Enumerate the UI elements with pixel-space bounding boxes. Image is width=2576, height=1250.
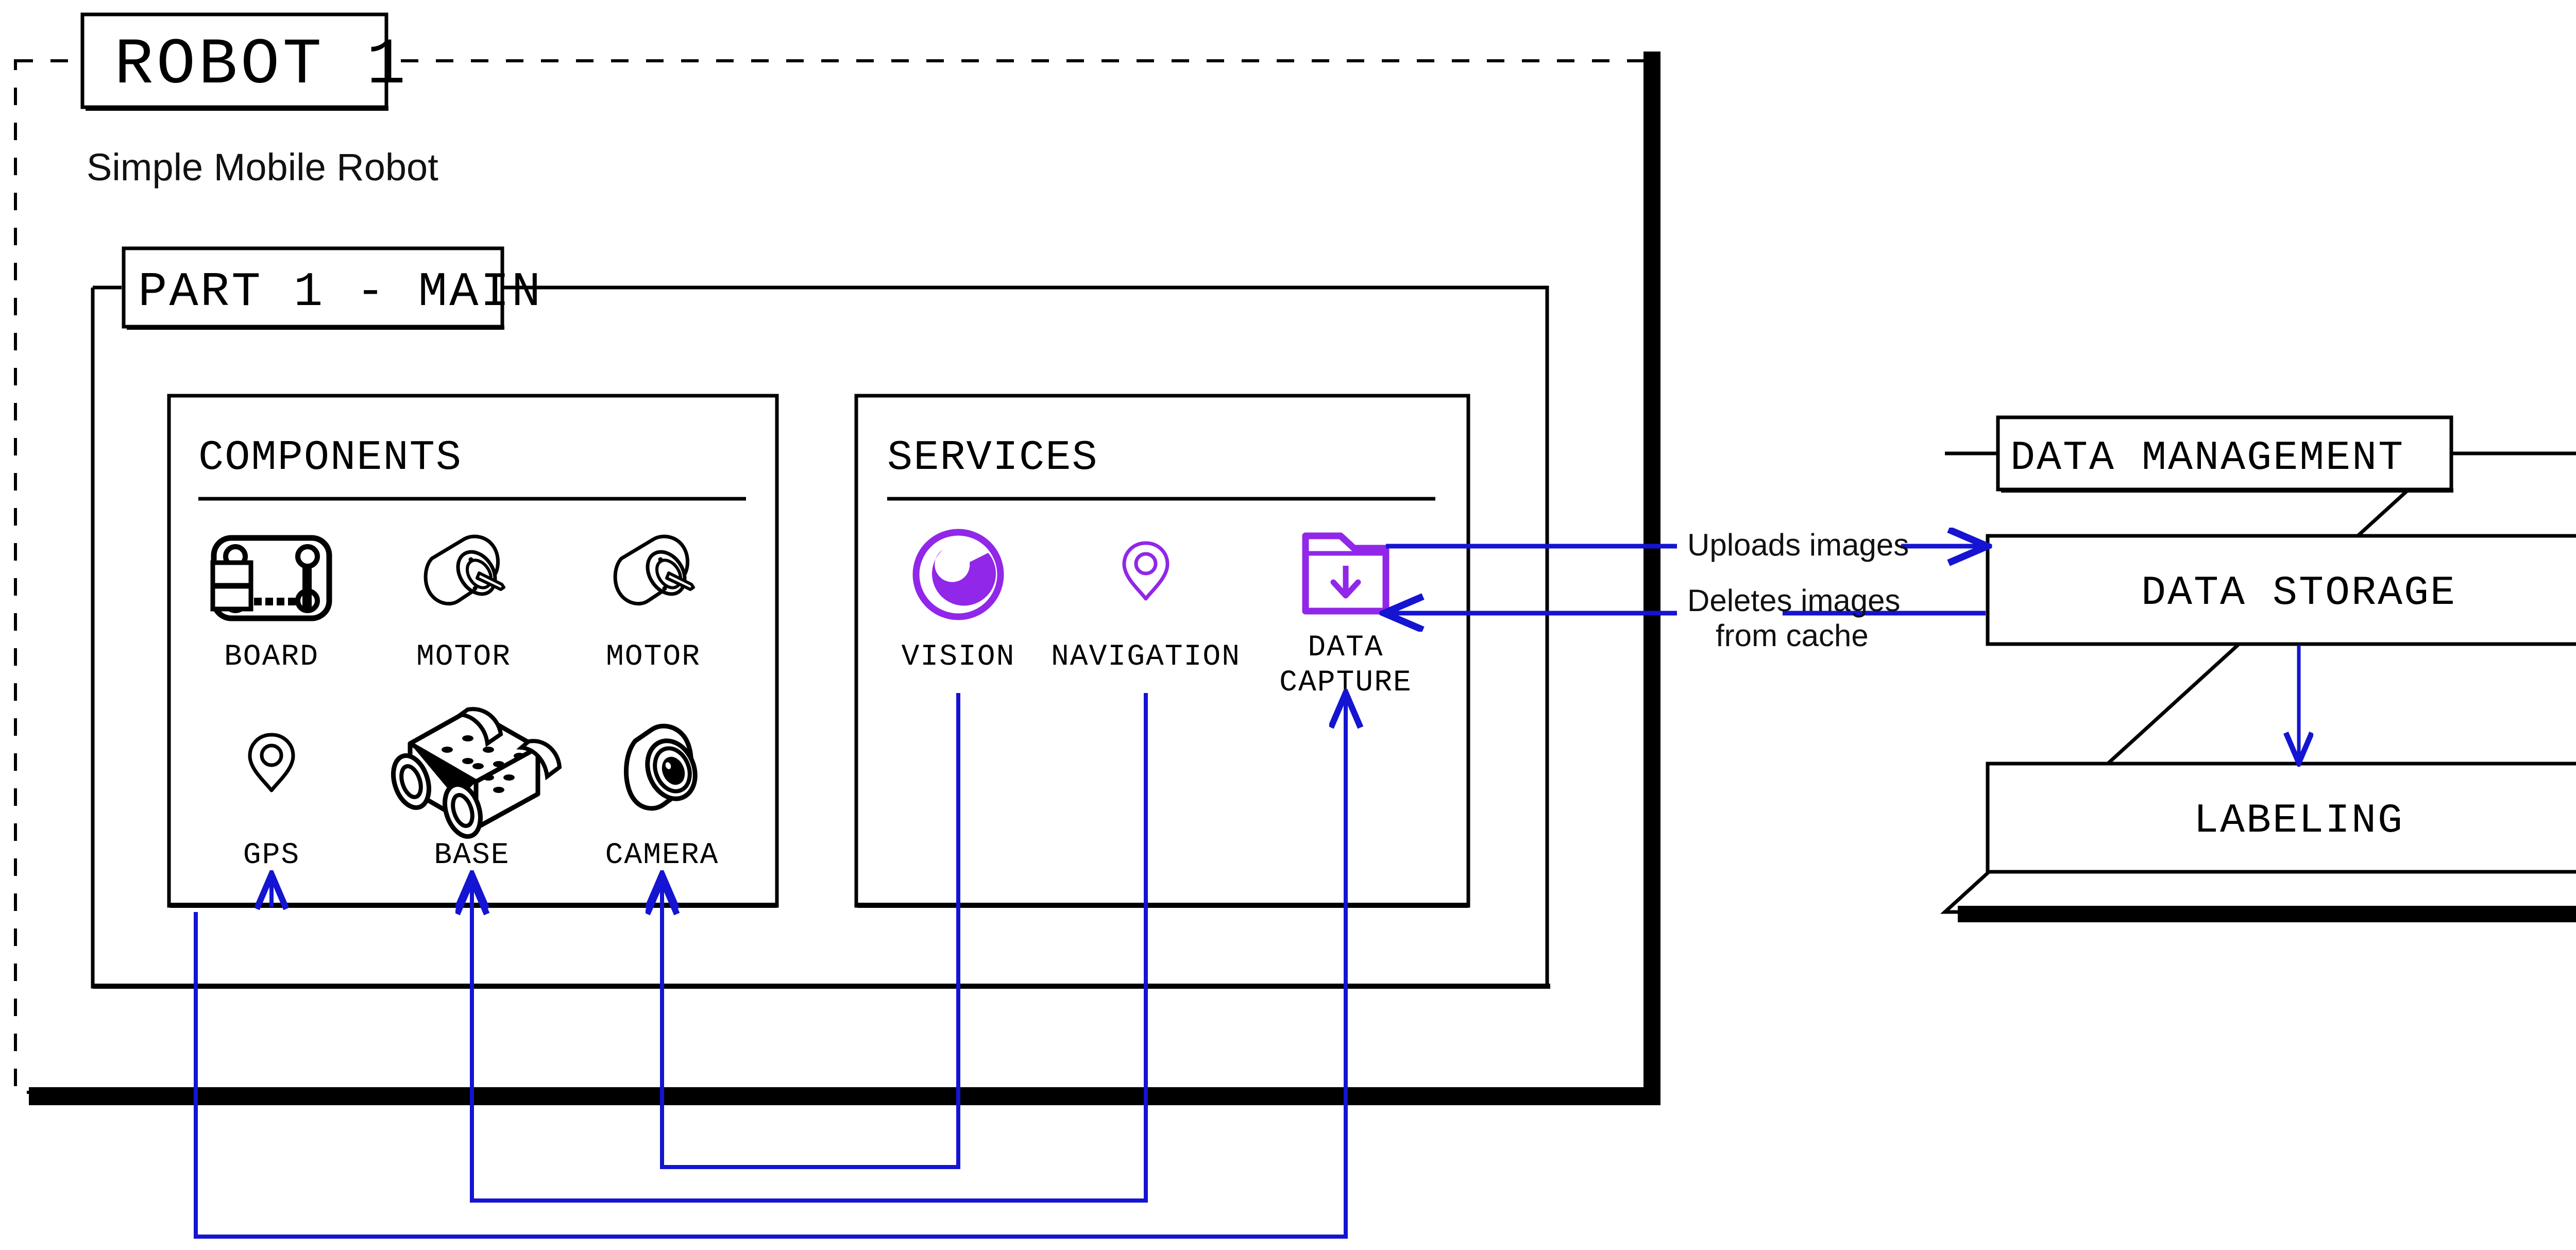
component-label: MOTOR bbox=[606, 640, 701, 674]
components-heading: COMPONENTS bbox=[198, 434, 462, 482]
component-label: BOARD bbox=[224, 640, 319, 674]
labeling-label: LABELING bbox=[2194, 798, 2404, 844]
uploads-label: Uploads images bbox=[1687, 528, 1909, 562]
component-label: BASE bbox=[434, 839, 510, 872]
data-management-container bbox=[1940, 451, 2576, 922]
component-board[interactable]: BOARD bbox=[210, 535, 332, 674]
deletes-label-line2: from cache bbox=[1716, 618, 1869, 653]
robot-title: ROBOT 1 bbox=[114, 28, 409, 102]
robot-title-chip: ROBOT 1 bbox=[80, 12, 409, 111]
robot-subtitle: Simple Mobile Robot bbox=[87, 146, 438, 189]
service-vision[interactable]: VISION bbox=[902, 529, 1015, 674]
connection-uploads: Uploads images bbox=[1386, 528, 1986, 562]
part-container bbox=[91, 285, 1550, 989]
link-vision-to-camera bbox=[662, 693, 960, 1169]
component-base[interactable]: BASE bbox=[387, 707, 562, 872]
deletes-label-line1: Deletes images bbox=[1687, 583, 1901, 618]
link-datacapture-to-gps bbox=[194, 881, 1348, 1239]
component-motor-2[interactable]: MOTOR bbox=[606, 536, 701, 674]
service-navigation[interactable]: NAVIGATION bbox=[1051, 543, 1241, 674]
service-label: VISION bbox=[902, 640, 1015, 674]
data-storage-box[interactable]: DATA STORAGE bbox=[1986, 534, 2576, 646]
component-motor-1[interactable]: MOTOR bbox=[416, 536, 511, 674]
component-camera[interactable]: CAMERA bbox=[605, 723, 719, 872]
component-label: CAMERA bbox=[605, 839, 719, 872]
service-component-links bbox=[194, 693, 1348, 1239]
data-management-title: DATA MANAGEMENT bbox=[2010, 435, 2404, 482]
component-gps[interactable]: GPS bbox=[243, 735, 300, 872]
data-storage-label: DATA STORAGE bbox=[2141, 570, 2456, 617]
services-heading: SERVICES bbox=[887, 434, 1098, 482]
part-title-chip: PART 1 - MAIN bbox=[122, 246, 543, 330]
component-inbound-arrows bbox=[272, 876, 662, 907]
service-label: NAVIGATION bbox=[1051, 640, 1241, 674]
service-label: DATA bbox=[1308, 631, 1383, 665]
data-management-title-chip: DATA MANAGEMENT bbox=[1996, 415, 2453, 493]
connection-deletes: Deletes images from cache bbox=[1386, 583, 1986, 653]
part-title: PART 1 - MAIN bbox=[138, 265, 543, 320]
labeling-box[interactable]: LABELING bbox=[1986, 762, 2576, 874]
component-label: GPS bbox=[243, 839, 300, 872]
component-label: MOTOR bbox=[416, 640, 511, 674]
